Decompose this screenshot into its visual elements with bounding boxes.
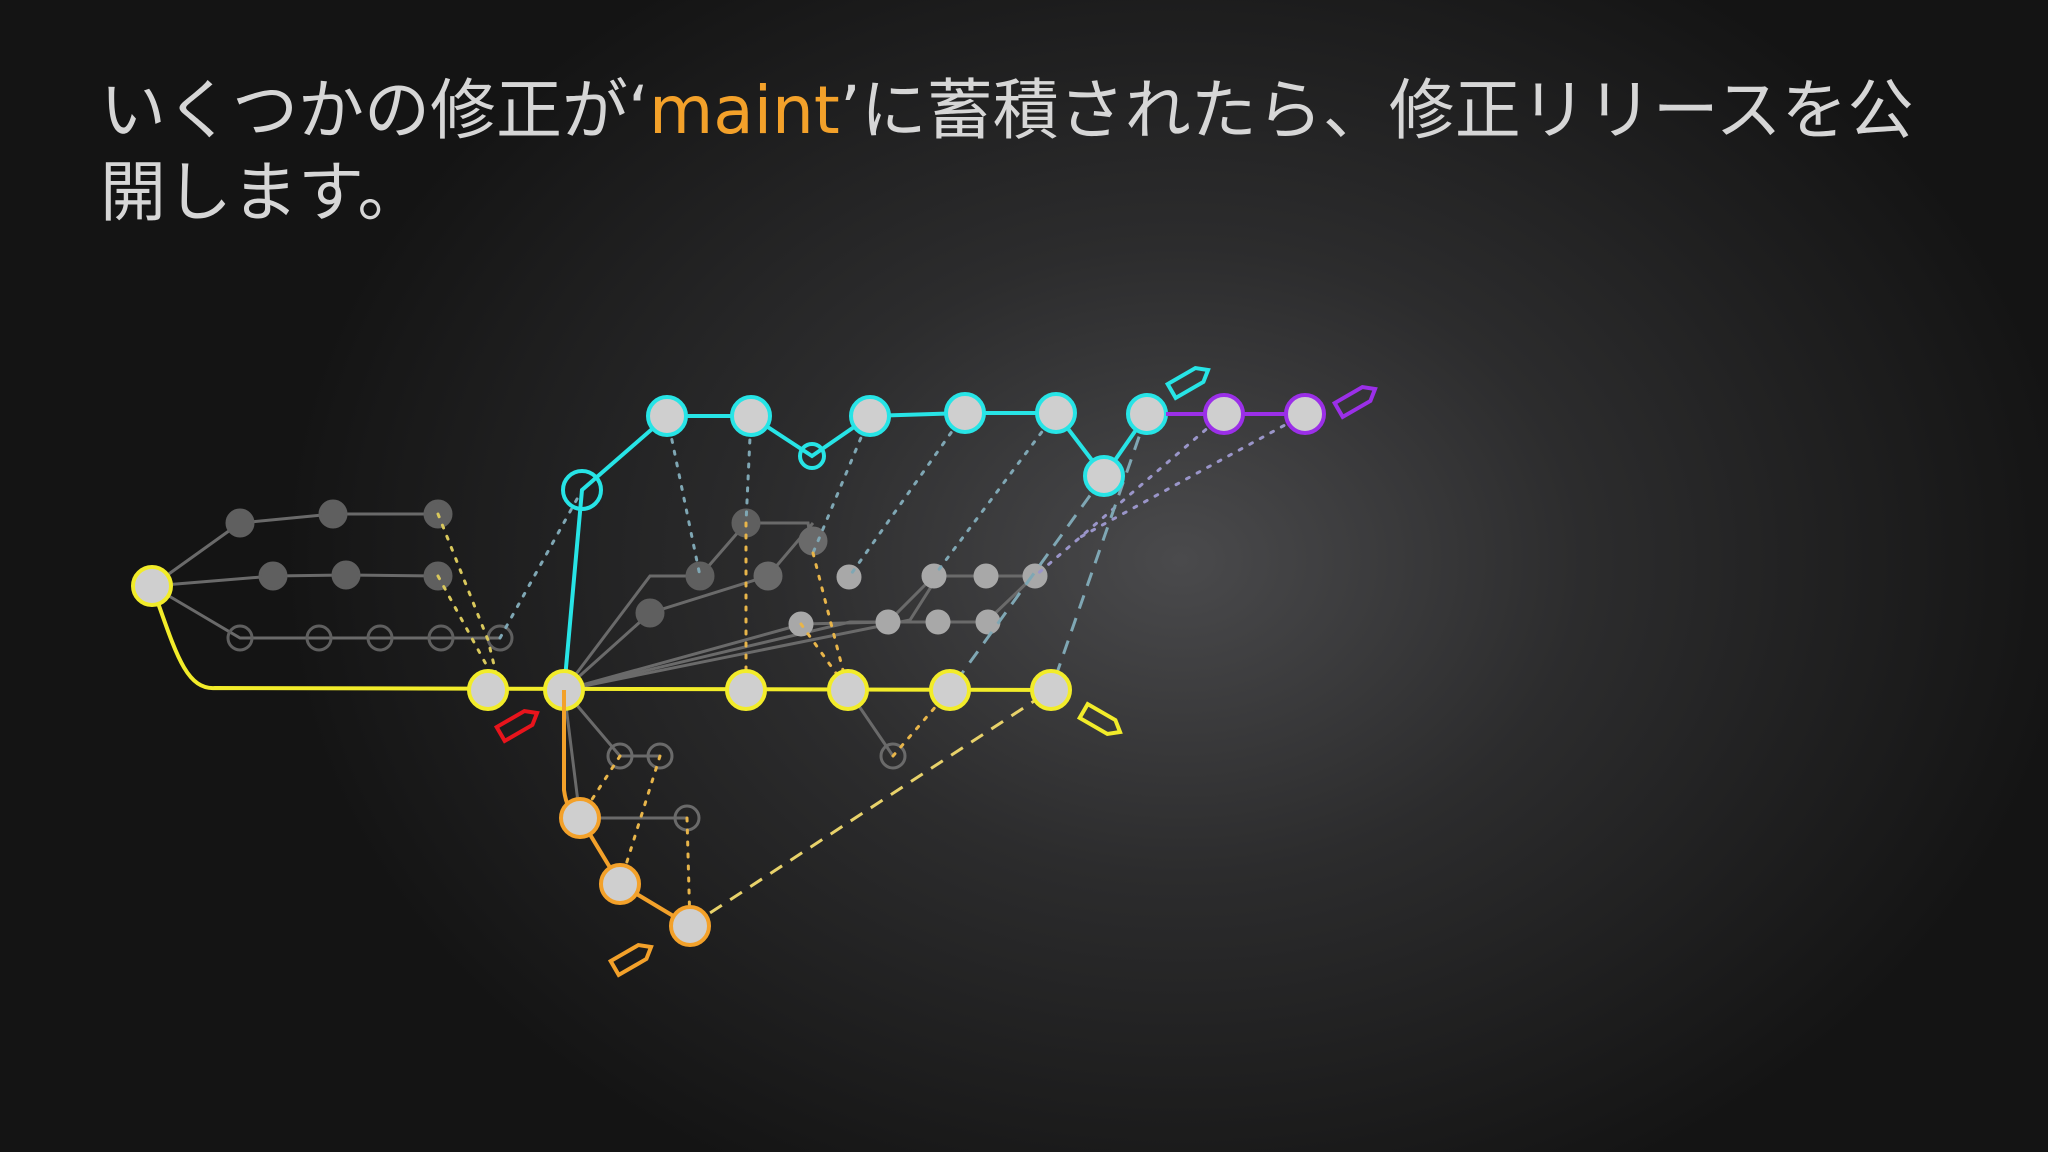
dotted-link bbox=[1033, 412, 1226, 578]
dotted-link bbox=[436, 512, 502, 692]
faded-commit bbox=[226, 624, 254, 652]
next-commit bbox=[1035, 392, 1077, 434]
next-commit bbox=[849, 395, 891, 437]
dotted-link bbox=[811, 414, 872, 555]
pu-commit bbox=[1203, 393, 1245, 435]
tag-icon bbox=[607, 942, 654, 978]
dotted-link bbox=[618, 754, 662, 886]
tag-icon bbox=[1331, 384, 1378, 420]
faded-commit bbox=[879, 742, 907, 770]
next-commit-hollow bbox=[561, 469, 603, 511]
faded-edge bbox=[151, 573, 439, 588]
faded-topic-graph bbox=[151, 512, 1036, 820]
faded-commit bbox=[606, 742, 634, 770]
faded-commit bbox=[427, 624, 455, 652]
faded-edge bbox=[563, 574, 1036, 692]
faded-commit bbox=[366, 624, 394, 652]
dotted-link bbox=[1073, 412, 1307, 542]
main-commit bbox=[1030, 669, 1072, 711]
main-commit bbox=[929, 669, 971, 711]
next-commit-hollow bbox=[798, 442, 826, 470]
dotted-links bbox=[436, 411, 1307, 928]
dashed-link bbox=[1049, 413, 1149, 691]
faded-commit bbox=[685, 561, 715, 591]
title-after: ’に蓄積されたら、修正リリースを公開します。 bbox=[100, 72, 1914, 231]
faded-commit bbox=[331, 560, 361, 590]
tags bbox=[493, 365, 1378, 978]
faded-commit bbox=[646, 742, 674, 770]
next-edge bbox=[562, 411, 1149, 691]
branch-maint bbox=[559, 690, 711, 947]
faded-commit bbox=[975, 609, 1001, 635]
dotted-link bbox=[932, 411, 1058, 578]
next-commit bbox=[646, 395, 688, 437]
faded-edge bbox=[151, 512, 438, 588]
faded-topic-nodes bbox=[225, 499, 1048, 832]
main-commit bbox=[467, 669, 509, 711]
main-commit bbox=[725, 669, 767, 711]
main-root-commit bbox=[131, 565, 173, 607]
dashed-link bbox=[948, 475, 1106, 691]
next-commit bbox=[730, 395, 772, 437]
title-highlight-maint: maint bbox=[648, 72, 840, 149]
dotted-link bbox=[811, 551, 850, 692]
dotted-link bbox=[498, 488, 584, 640]
faded-commit bbox=[875, 609, 901, 635]
branch-main bbox=[131, 565, 1072, 711]
faded-commit bbox=[836, 564, 862, 590]
faded-commit bbox=[318, 499, 348, 529]
dotted-link bbox=[799, 622, 850, 692]
dotted-link bbox=[847, 411, 967, 579]
faded-commit bbox=[753, 561, 783, 591]
maint-commit bbox=[559, 797, 601, 839]
branch-next bbox=[561, 392, 1168, 691]
faded-commit bbox=[305, 624, 333, 652]
branch-pu bbox=[1166, 393, 1326, 435]
dotted-link bbox=[665, 414, 702, 578]
tag-icon bbox=[1076, 701, 1123, 737]
faded-commit bbox=[258, 561, 288, 591]
pu-commit bbox=[1284, 393, 1326, 435]
faded-edge bbox=[563, 574, 993, 692]
tag-icon bbox=[1164, 365, 1211, 401]
title-before: いくつかの修正が‘ bbox=[100, 72, 649, 149]
tag-icon bbox=[493, 708, 540, 744]
maint-commit bbox=[599, 863, 641, 905]
dashed-links bbox=[689, 413, 1149, 928]
faded-commit bbox=[973, 563, 999, 589]
slide-title: いくつかの修正が‘maint’に蓄積されたら、修正リリースを公開します。 bbox=[100, 70, 1960, 234]
faded-commit bbox=[925, 609, 951, 635]
main-edge bbox=[150, 585, 1052, 692]
faded-commit bbox=[921, 563, 947, 589]
faded-commit bbox=[635, 598, 665, 628]
maint-commit bbox=[669, 905, 711, 947]
next-commit bbox=[1083, 455, 1125, 497]
main-commit bbox=[827, 669, 869, 711]
next-commit bbox=[944, 392, 986, 434]
next-commit bbox=[1126, 393, 1168, 435]
faded-commit bbox=[225, 508, 255, 538]
faded-edge bbox=[562, 522, 815, 692]
faded-edge bbox=[151, 584, 500, 640]
